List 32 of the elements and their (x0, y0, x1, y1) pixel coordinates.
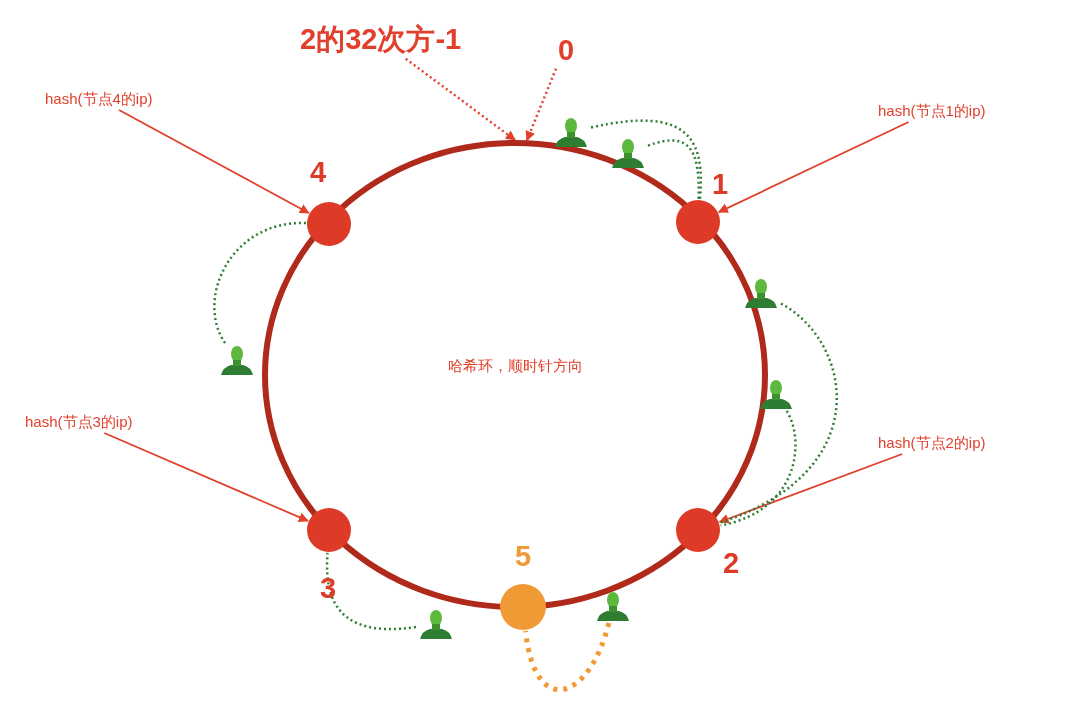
user-icon (553, 117, 589, 147)
arrow (717, 121, 910, 213)
dotted-connector (325, 552, 417, 631)
dotted-connector (525, 68, 558, 142)
arrow (118, 109, 310, 214)
range-label: 0 (558, 33, 575, 68)
dotted-connector (590, 119, 703, 200)
node-number: 3 (319, 570, 337, 606)
hash-label: hash(节点1的ip) (878, 102, 986, 120)
user-icon (219, 345, 255, 375)
dotted-connector (213, 221, 307, 344)
hash-label: hash(节点4的ip) (45, 90, 153, 108)
dotted-connector (405, 57, 516, 141)
range-label: 2的32次方-1 (300, 22, 462, 57)
user-icon (758, 379, 794, 409)
node-number: 5 (514, 538, 532, 574)
user-icon (418, 609, 454, 639)
dotted-connector (720, 410, 797, 527)
arrow (718, 453, 904, 524)
dotted-connector (719, 302, 838, 524)
user-icon (610, 138, 646, 168)
hash-label: hash(节点3的ip) (25, 413, 133, 431)
ring-caption: 哈希环，顺时针方向 (447, 357, 583, 375)
dotted-connector (647, 139, 700, 199)
hash-label: hash(节点2的ip) (878, 434, 986, 452)
user-icon (743, 278, 779, 308)
node-number: 1 (711, 166, 729, 202)
node-number: 2 (722, 545, 740, 581)
arrow (103, 432, 309, 522)
dotted-connector (523, 622, 612, 692)
user-icon (595, 591, 631, 621)
node-number: 4 (309, 154, 327, 190)
